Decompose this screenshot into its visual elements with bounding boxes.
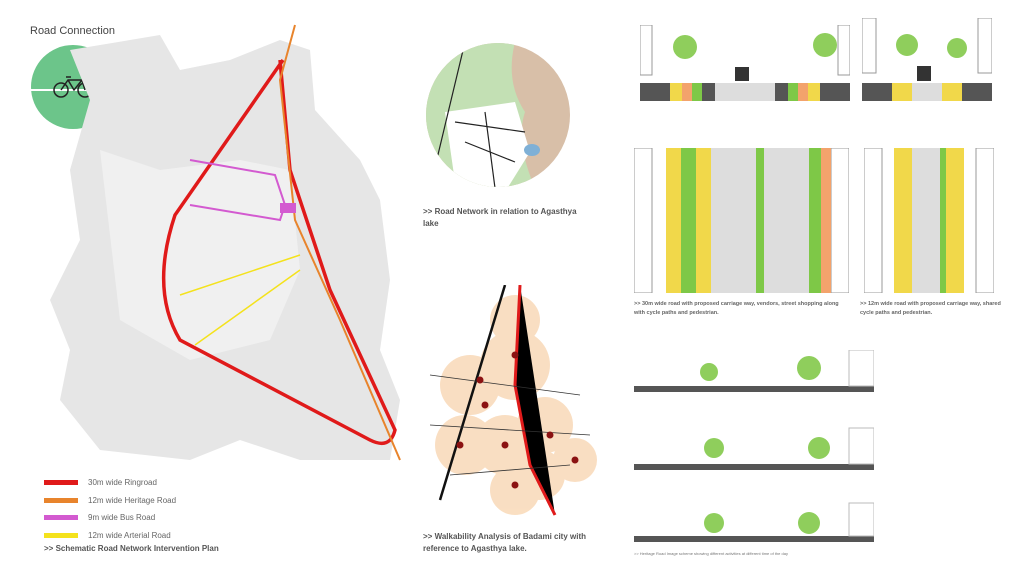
section-30m-caption: >> 30m wide road with proposed carriage … (634, 301, 839, 316)
legend-label: 9m wide Bus Road (88, 513, 156, 523)
lake-relation-map (426, 43, 570, 187)
map-legend: 30m wide Ringroad 12m wide Heritage Road… (44, 474, 176, 544)
street-section-30m (640, 25, 850, 101)
street-section-12m (862, 18, 992, 101)
legend-label: 12m wide Heritage Road (88, 495, 177, 505)
plan-view-12m (864, 148, 994, 293)
walkability-caption: >> Walkability Analysis of Badami city w… (423, 532, 587, 553)
legend-item-bus: 9m wide Bus Road (44, 509, 176, 527)
legend-item-heritage: 12m wide Heritage Road (44, 492, 176, 510)
heritage-road-sections (634, 350, 874, 542)
legend-label: 12m wide Arterial Road (88, 530, 171, 540)
section-12m-caption: >> 12m wide road with proposed carriage … (860, 301, 1001, 316)
legend-item-arterial: 12m wide Arterial Road (44, 527, 176, 545)
heritage-caption: >> Heritage Road Image scheme showing di… (634, 551, 788, 556)
lake-caption: >> Road Network in relation to Agasthya … (423, 207, 577, 228)
plan-caption: >> Schematic Road Network Intervention P… (44, 544, 219, 553)
road-network-plan-map (50, 24, 401, 461)
plan-view-30m (634, 148, 849, 293)
section-title: Road Connection (30, 25, 116, 37)
walkability-map (429, 285, 597, 516)
legend-item-ringroad: 30m wide Ringroad (44, 474, 176, 492)
legend-label: 30m wide Ringroad (88, 478, 157, 488)
